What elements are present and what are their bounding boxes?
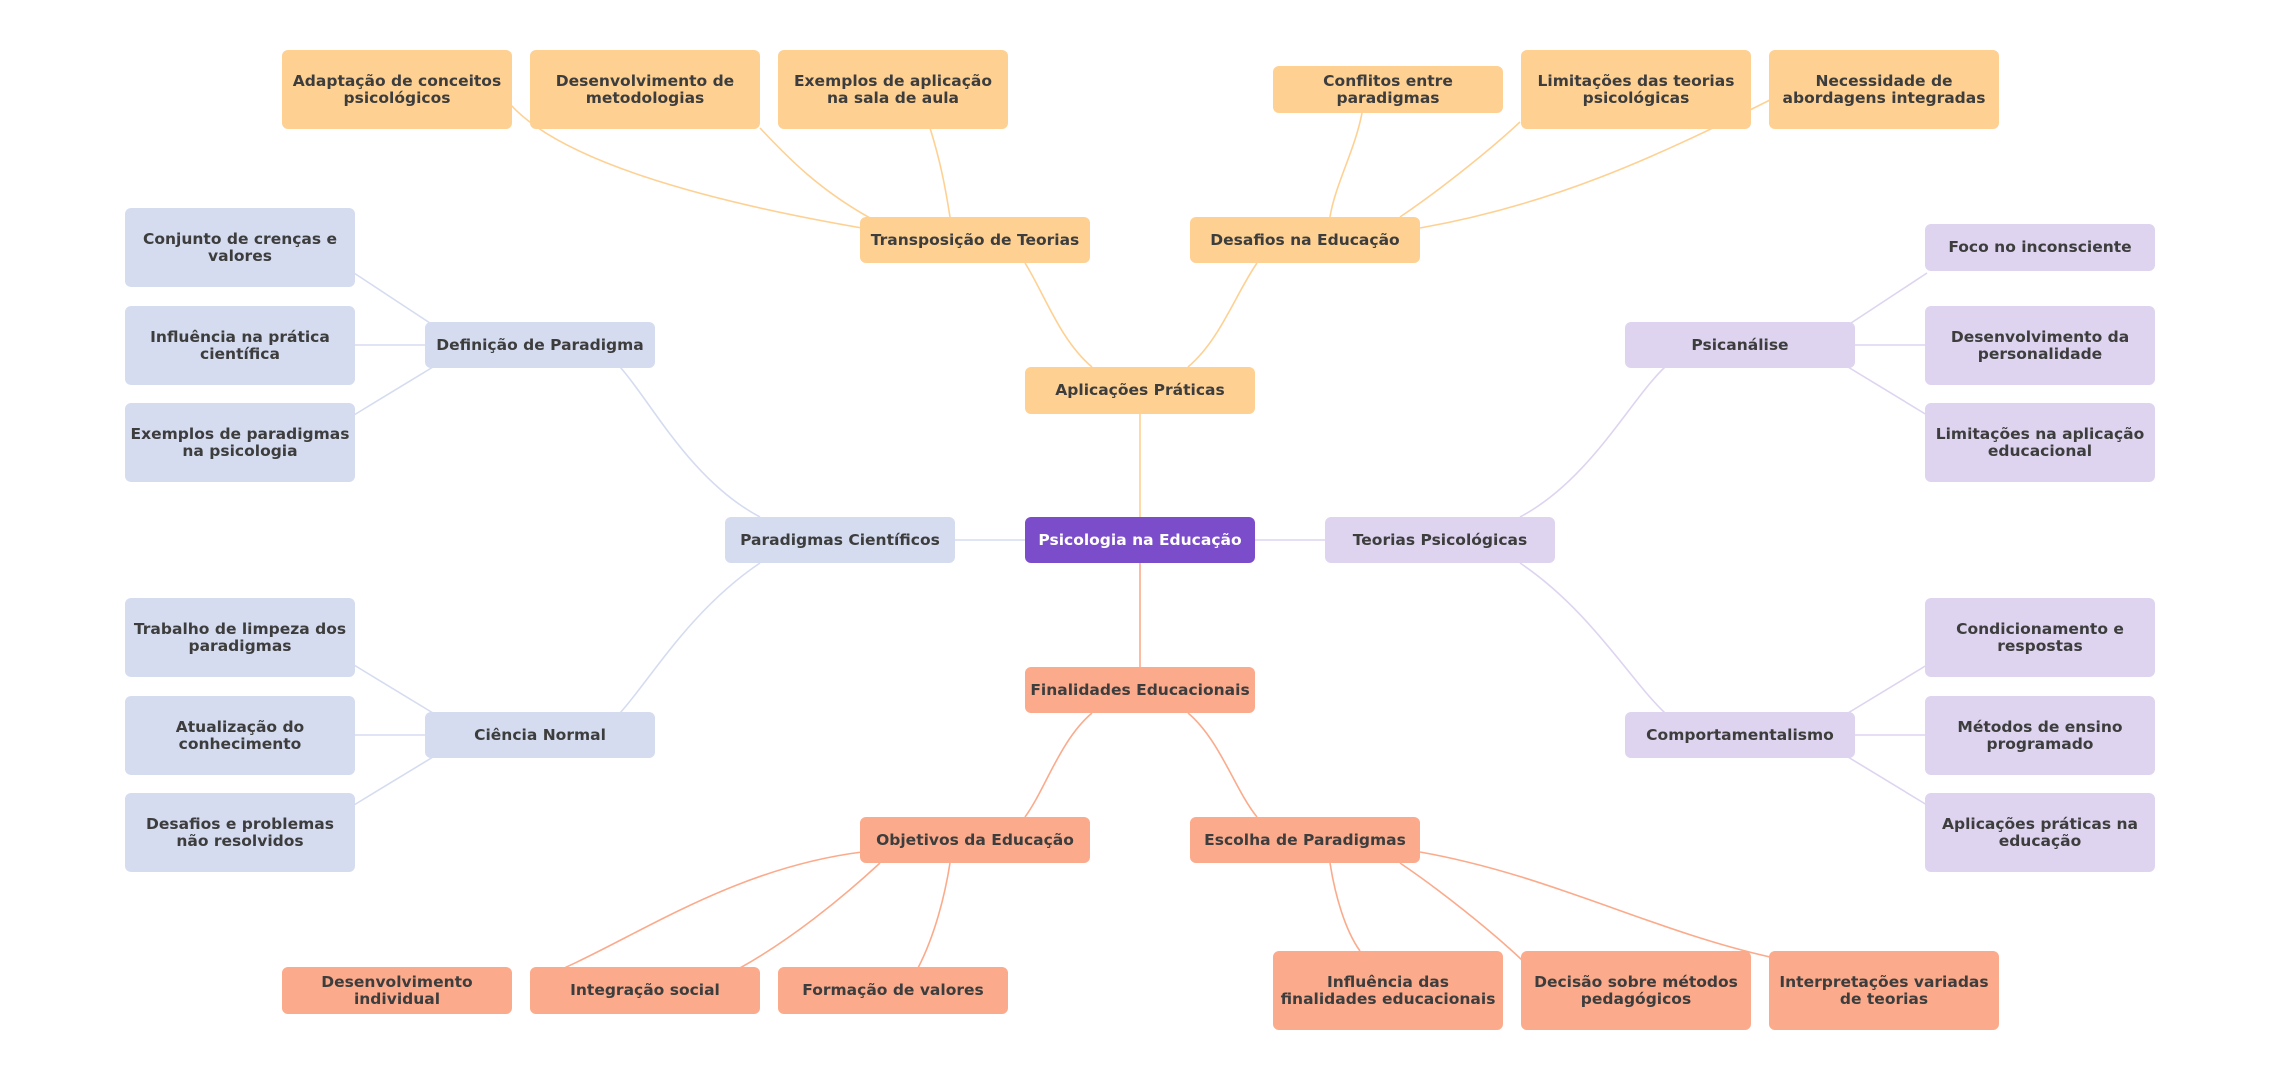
connector: [1519, 366, 1666, 518]
connector: [1024, 262, 1093, 368]
leaf-exemplos-de-aplicacao[interactable]: Exemplos de aplicação na sala de aula: [778, 50, 1008, 129]
leaf-limitacoes-na-aplicacao[interactable]: Limitações na aplicação educacional: [1925, 403, 2155, 482]
connector: [759, 127, 871, 219]
connector: [739, 862, 881, 969]
node-definicao-de-paradigma[interactable]: Definição de Paradigma: [425, 322, 655, 368]
connector: [917, 862, 951, 969]
leaf-metodos-de-ensino-programado[interactable]: Métodos de ensino programado: [1925, 696, 2155, 775]
connector: [1187, 712, 1258, 818]
leaf-integracao-social[interactable]: Integração social: [530, 967, 760, 1014]
connector: [1847, 366, 1928, 416]
node-desafios-na-educacao[interactable]: Desafios na Educação: [1190, 217, 1420, 263]
connector: [1847, 272, 1928, 326]
leaf-atualizacao-do-conhecimento[interactable]: Atualização do conhecimento: [125, 696, 355, 775]
leaf-conflitos-entre-paradigmas[interactable]: Conflitos entre paradigmas: [1273, 66, 1503, 113]
branch-teorias-psicologicas[interactable]: Teorias Psicológicas: [1325, 517, 1555, 563]
branch-paradigmas-cientificos[interactable]: Paradigmas Científicos: [725, 517, 955, 563]
leaf-aplicacoes-praticas-na-educacao[interactable]: Aplicações práticas na educação: [1925, 793, 2155, 872]
connector: [353, 756, 434, 806]
connector: [1847, 664, 1928, 714]
connector: [353, 366, 434, 416]
root-node[interactable]: Psicologia na Educação: [1025, 517, 1255, 563]
leaf-limitacoes-das-teorias[interactable]: Limitações das teorias psicológicas: [1521, 50, 1751, 129]
connector: [929, 127, 951, 218]
leaf-foco-no-inconsciente[interactable]: Foco no inconsciente: [1925, 224, 2155, 271]
leaf-influencia-das-finalidades[interactable]: Influência das finalidades educacionais: [1273, 951, 1503, 1030]
leaf-formacao-de-valores[interactable]: Formação de valores: [778, 967, 1008, 1014]
leaf-exemplos-de-paradigmas[interactable]: Exemplos de paradigmas na psicologia: [125, 403, 355, 482]
leaf-decisao-sobre-metodos[interactable]: Decisão sobre métodos pedagógicos: [1521, 951, 1751, 1030]
connector: [1399, 862, 1523, 961]
connector: [1419, 851, 1771, 958]
node-psicanalise[interactable]: Psicanálise: [1625, 322, 1855, 368]
node-escolha-de-paradigmas[interactable]: Escolha de Paradigmas: [1190, 817, 1420, 863]
connector: [1329, 862, 1361, 952]
connector: [1024, 712, 1093, 818]
leaf-influencia-na-pratica[interactable]: Influência na prática científica: [125, 306, 355, 385]
leaf-interpretacoes-variadas[interactable]: Interpretações variadas de teorias: [1769, 951, 1999, 1030]
leaf-conjunto-de-crencas[interactable]: Conjunto de crenças e valores: [125, 208, 355, 287]
connector: [1187, 262, 1258, 368]
node-comportamentalismo[interactable]: Comportamentalismo: [1625, 712, 1855, 758]
leaf-desenvolvimento-de-metodologias[interactable]: Desenvolvimento de metodologias: [530, 50, 760, 129]
connector: [619, 366, 761, 518]
leaf-desenvolvimento-da-personalidade[interactable]: Desenvolvimento da personalidade: [1925, 306, 2155, 385]
leaf-desenvolvimento-individual[interactable]: Desenvolvimento individual: [282, 967, 512, 1014]
connector: [1329, 112, 1363, 218]
connector: [1519, 562, 1666, 714]
connector: [353, 664, 434, 714]
leaf-desafios-e-problemas[interactable]: Desafios e problemas não resolvidos: [125, 793, 355, 872]
branch-finalidades-educacionais[interactable]: Finalidades Educacionais: [1025, 667, 1255, 713]
connector: [619, 562, 761, 714]
leaf-trabalho-de-limpeza[interactable]: Trabalho de limpeza dos paradigmas: [125, 598, 355, 677]
connector: [529, 851, 863, 983]
branch-aplicacoes-praticas[interactable]: Aplicações Práticas: [1025, 367, 1255, 414]
leaf-necessidade-de-abordagens[interactable]: Necessidade de abordagens integradas: [1769, 50, 1999, 129]
node-objetivos-da-educacao[interactable]: Objetivos da Educação: [860, 817, 1090, 863]
connector: [1399, 121, 1521, 218]
node-transposicao-de-teorias[interactable]: Transposição de Teorias: [860, 217, 1090, 263]
node-ciencia-normal[interactable]: Ciência Normal: [425, 712, 655, 758]
connector: [353, 272, 434, 326]
connector: [1847, 756, 1928, 806]
leaf-adaptacao-de-conceitos[interactable]: Adaptação de conceitos psicológicos: [282, 50, 512, 129]
leaf-condicionamento-e-respostas[interactable]: Condicionamento e respostas: [1925, 598, 2155, 677]
